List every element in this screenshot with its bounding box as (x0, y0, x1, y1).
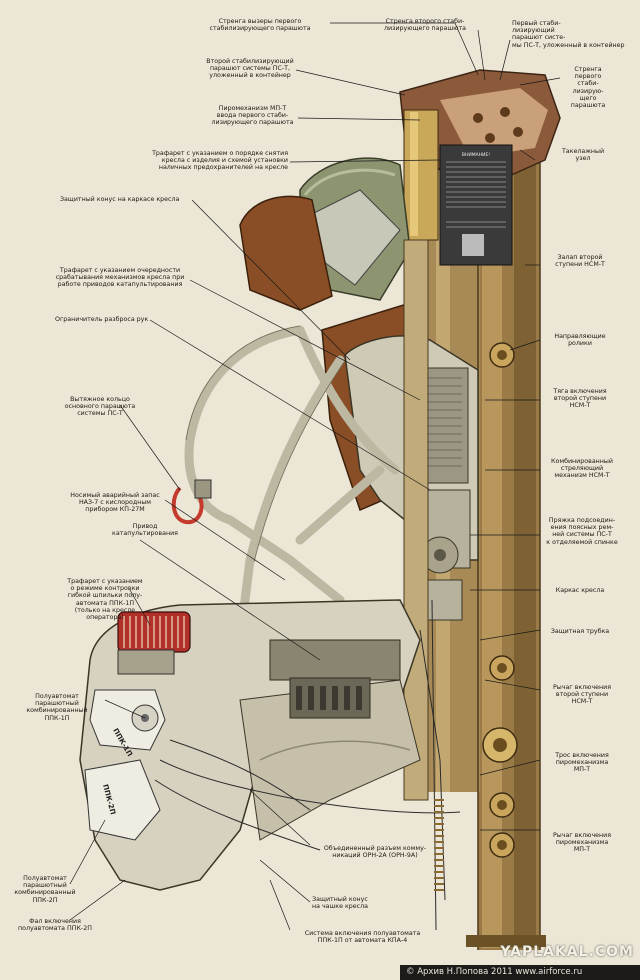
label-second-stab-container: Второй стабилизирующий парашют системы П… (206, 58, 294, 80)
label-guide-rollers: Направляющие ролики (554, 333, 606, 348)
label-bowl-cone: Защитный конус на чашке кресла (311, 896, 369, 911)
label-harness-buckle: Пряжка подсоедин- ения поясных рем- ней … (546, 517, 618, 546)
label-mpt-cable: Трос включения пиромеханизма МП-Т (555, 752, 609, 774)
label-orn-connector: Объединенный разъем комму- никаций ОРН-2… (323, 845, 427, 860)
label-mpt-pyromechanism: Пиромеханизм МП-Т ввода первого стаби- л… (211, 105, 294, 127)
label-mpt-lever: Рычаг включения пиромеханизма МП-Т (552, 832, 612, 854)
label-ppk-2p-pin: Фал включения полуавтомата ППК-2П (18, 918, 92, 933)
rail-spring (434, 799, 444, 891)
label-ppk-2p: Полуавтомат парашютный комбинированный П… (14, 875, 76, 904)
label-ejection-stencil: Трафарет с указанием о порядке снятия кр… (152, 150, 288, 172)
label-drogue-sling: Стренга вызеры первого стабилизирующего … (209, 18, 311, 33)
pull-ring-red (171, 479, 212, 525)
label-second-stab-sling: Стренга второго стаби- лизирующего параш… (384, 18, 466, 33)
seat-side-frame (403, 239, 429, 801)
label-arm-restraint: Ограничитель разброса рук (55, 316, 149, 323)
firing-mechanism-cluster (269, 639, 401, 719)
label-second-stage-rod: Залап второй ступени НСМ-Т (555, 254, 605, 269)
label-ppk-1p: Полуавтомат парашютный комбинированный П… (26, 693, 88, 722)
label-ppk-stencil: Трафарет с указанием о режиме контровки … (67, 578, 143, 622)
label-protective-tube: Защитная трубка (550, 628, 610, 635)
leader-lines (69, 22, 561, 931)
ppk-1p-device: ППК-1П (89, 689, 166, 758)
headrest-chute-pack (299, 157, 411, 301)
ppk-2p-device: ППК-2П (84, 759, 161, 841)
label-first-stab-container: Первый стаби- лизирующий парашют систе- … (512, 20, 625, 49)
label-ejection-drive: Привод катапультирования (112, 523, 178, 538)
label-seat-frame: Каркас кресла (555, 587, 605, 594)
label-headrest-cone: Защитный конус на каркасе кресла (60, 196, 180, 203)
label-second-stage-pull: Тяга включения второй ступени НСМ-Т (553, 388, 607, 410)
label-kpa4-system: Система включения полуавтомата ППК-1П от… (304, 930, 421, 945)
label-oxygen-kit: Носимый аварийный запас НАЗ-7 с кислород… (70, 492, 160, 514)
label-firing-mechanism: Комбинированный стреляющий механизм НСМ-… (551, 458, 613, 480)
label-second-stage-lever: Рычаг включения второй ступени НСМ-Т (552, 684, 612, 706)
top-plate-heading: ВНИМАНИЕ! (462, 152, 490, 158)
harness-strap-edges (185, 325, 345, 563)
watermark-yaplakal: YAPLAKAL.COM (500, 944, 634, 960)
top-stencil-plate: ВНИМАНИЕ! (439, 144, 513, 266)
archive-credit: © Архив Н.Попова 2011 www.airforce.ru (400, 965, 640, 980)
guide-rollers (482, 342, 518, 858)
label-tackle-unit: Такелажный узел (561, 148, 605, 163)
survival-kit (117, 611, 191, 675)
label-first-stab-sling: Стренга первого стаби- лизирую- щего пар… (570, 66, 606, 110)
harness-straps (184, 325, 400, 645)
label-main-chute-ring: Вытяжное кольцо основного парашюта систе… (64, 396, 136, 418)
label-mechanism-stencil: Трафарет с указанием очередности срабаты… (55, 267, 185, 289)
